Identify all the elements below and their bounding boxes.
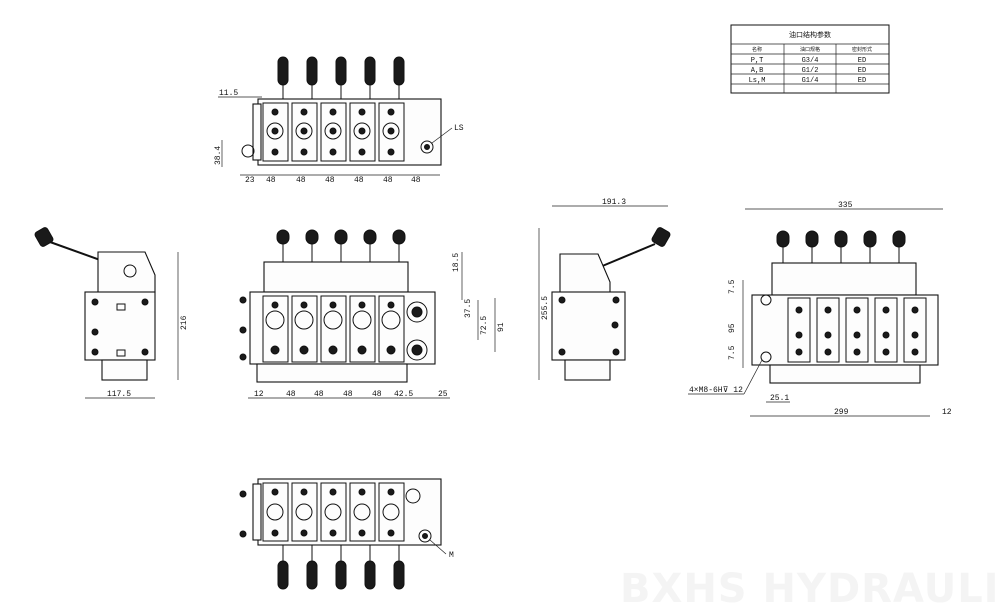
handles-top [277,56,405,99]
dim-top-23: 23 [245,176,255,185]
dim-front-25: 25 [438,390,448,399]
dim-front-48: 48 [314,390,324,399]
dim-rear-mount-holes: 4×M8-6H⊽ 12 [689,386,743,395]
dim-rear-95: 95 [728,323,737,333]
table-header-spec: 油口规格 [800,46,820,53]
table-title: 油口结构参数 [789,30,831,39]
dim-top-48: 48 [354,176,364,185]
dim-top-48: 48 [383,176,393,185]
table-cell: Ls,M [749,77,766,85]
table-cell: ED [858,57,866,65]
dim-left-117-5: 117.5 [107,390,131,399]
left-side-view: 216 117.5 [34,227,189,399]
sections-top [262,102,405,162]
dim-rear-7-5-top: 7.5 [728,279,737,294]
dim-front-48: 48 [372,390,382,399]
label-m: M [449,551,454,560]
sections-front [262,295,405,363]
dim-rear-25-1: 25.1 [770,394,789,403]
handles-bottom [277,545,405,590]
dim-top-48: 48 [296,176,306,185]
dim-top-48: 48 [325,176,335,185]
sections-bottom [262,482,405,542]
table-cell: G3/4 [802,57,819,65]
dim-top-38-4: 38.4 [214,146,223,165]
port-spec-table: 油口结构参数 名称 油口规格 密封形式 P,T G3/4 ED A,B G1/2… [730,24,890,94]
table-cell: ED [858,67,866,75]
dim-front-91: 91 [497,322,506,332]
rear-view: 335 7.5 95 7.5 4×M8-6H⊽ 12 25 [688,201,952,417]
dim-top-48: 48 [411,176,421,185]
handles-rear [776,230,906,263]
dim-front-12: 12 [254,390,264,399]
dim-left-216: 216 [180,315,189,330]
table-cell: G1/4 [802,77,819,85]
dim-rear-299: 299 [834,408,849,417]
right-side-view: 191.3 255.5 [538,198,671,381]
top-view: 11.5 38.4 23 48 48 48 48 48 48 LS [214,56,464,185]
dim-rear-335: 335 [838,201,853,210]
label-ls: LS [454,124,464,133]
dim-right-255-5: 255.5 [541,296,550,320]
table-cell: P,T [751,57,764,65]
dim-front-48: 48 [286,390,296,399]
dim-rear-12: 12 [942,408,952,417]
watermark: BXHS HYDRAULIC [620,566,1000,612]
sections-rear [787,297,927,363]
dim-front-42-5: 42.5 [394,390,413,399]
bottom-view: M [239,478,454,590]
table-cell: A,B [751,67,764,75]
dim-right-191-3: 191.3 [602,198,626,207]
dim-front-37-5: 37.5 [464,299,473,318]
dim-front-48: 48 [343,390,353,399]
dim-rear-7-5-bottom: 7.5 [728,345,737,360]
handles-front [276,229,406,264]
dim-top-11-5: 11.5 [219,89,238,98]
front-view: 18.5 37.5 72.5 91 12 48 48 48 48 42.5 25 [239,229,506,399]
table-header-seal: 密封形式 [852,46,872,53]
table-cell: G1/2 [802,67,819,75]
dim-top-48: 48 [266,176,276,185]
table-header-name: 名称 [752,46,762,53]
dim-front-72-5: 72.5 [480,316,489,335]
table-cell: ED [858,77,866,85]
dim-front-18-5: 18.5 [452,253,461,272]
